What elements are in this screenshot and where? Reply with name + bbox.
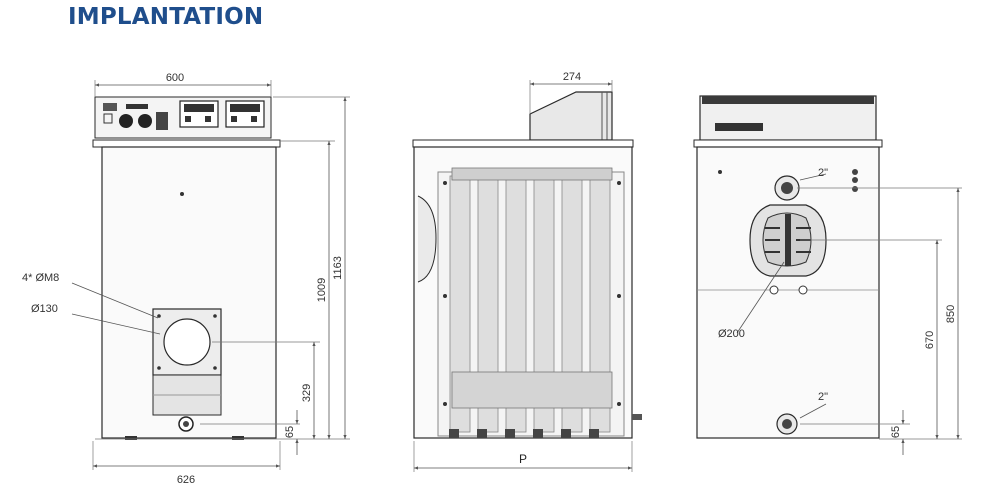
dim-height-total: 1163 <box>332 256 344 280</box>
label-fixings: 4* ØM8 <box>22 272 59 284</box>
label-outlet-diameter: Ø200 <box>718 328 745 340</box>
dim-connection-height: 65 <box>284 426 296 438</box>
thermostat-knob <box>119 114 133 128</box>
burner-housing <box>529 91 613 141</box>
label-connection-bottom: 2" <box>818 391 828 403</box>
page-title: IMPLANTATION <box>68 4 264 30</box>
dim-width-bottom: 626 <box>177 474 195 486</box>
dim-height-65: 65 <box>890 426 902 438</box>
front-view: 600 626 1163 1009 329 65 4* ØM8 Ø130 <box>22 72 350 486</box>
dim-height-body: 1009 <box>316 278 328 302</box>
side-view: 274 P <box>412 71 642 472</box>
label-connection-top: 2" <box>818 167 828 179</box>
dim-width-top: 600 <box>166 72 184 84</box>
dim-flue-height: 329 <box>301 384 313 402</box>
label-flue-diameter: Ø130 <box>31 303 58 315</box>
dim-height-850: 850 <box>945 305 957 323</box>
burner-outline <box>417 195 437 283</box>
flue-outlet <box>163 318 211 366</box>
dim-burner-depth: 274 <box>563 71 581 83</box>
dim-depth-p: P <box>519 452 527 466</box>
dim-height-670: 670 <box>924 331 936 349</box>
rear-view: 850 670 65 2" 2" Ø200 <box>693 95 962 455</box>
thermostat-knob <box>138 114 152 128</box>
